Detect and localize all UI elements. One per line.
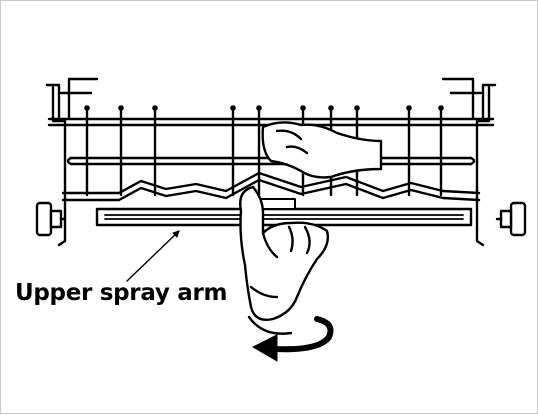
rack-tine-tip bbox=[84, 105, 90, 111]
left-wheel-icon bbox=[35, 199, 67, 247]
rack-tine-tip bbox=[354, 105, 360, 111]
rotate-left-arrow-icon bbox=[252, 316, 334, 362]
upper-rack-icon bbox=[35, 77, 527, 247]
rack-tine-tip bbox=[438, 105, 444, 111]
spray-arm-label: Upper spray arm bbox=[15, 280, 228, 306]
callout-leader-arrowhead bbox=[172, 230, 180, 238]
rack-tine-tip bbox=[300, 105, 306, 111]
right-wheel-icon bbox=[475, 199, 527, 247]
rack-tine-tip bbox=[230, 105, 236, 111]
rack-tine-tip bbox=[328, 105, 334, 111]
hand-icon bbox=[239, 121, 383, 335]
spray-arm-icon bbox=[95, 198, 473, 227]
rack-tine-tip bbox=[152, 105, 158, 111]
rack-tine-tip bbox=[118, 105, 124, 111]
callout-leader-line bbox=[126, 230, 180, 282]
rack-tine-tip bbox=[406, 105, 412, 111]
rack-tine-tip bbox=[256, 105, 262, 111]
